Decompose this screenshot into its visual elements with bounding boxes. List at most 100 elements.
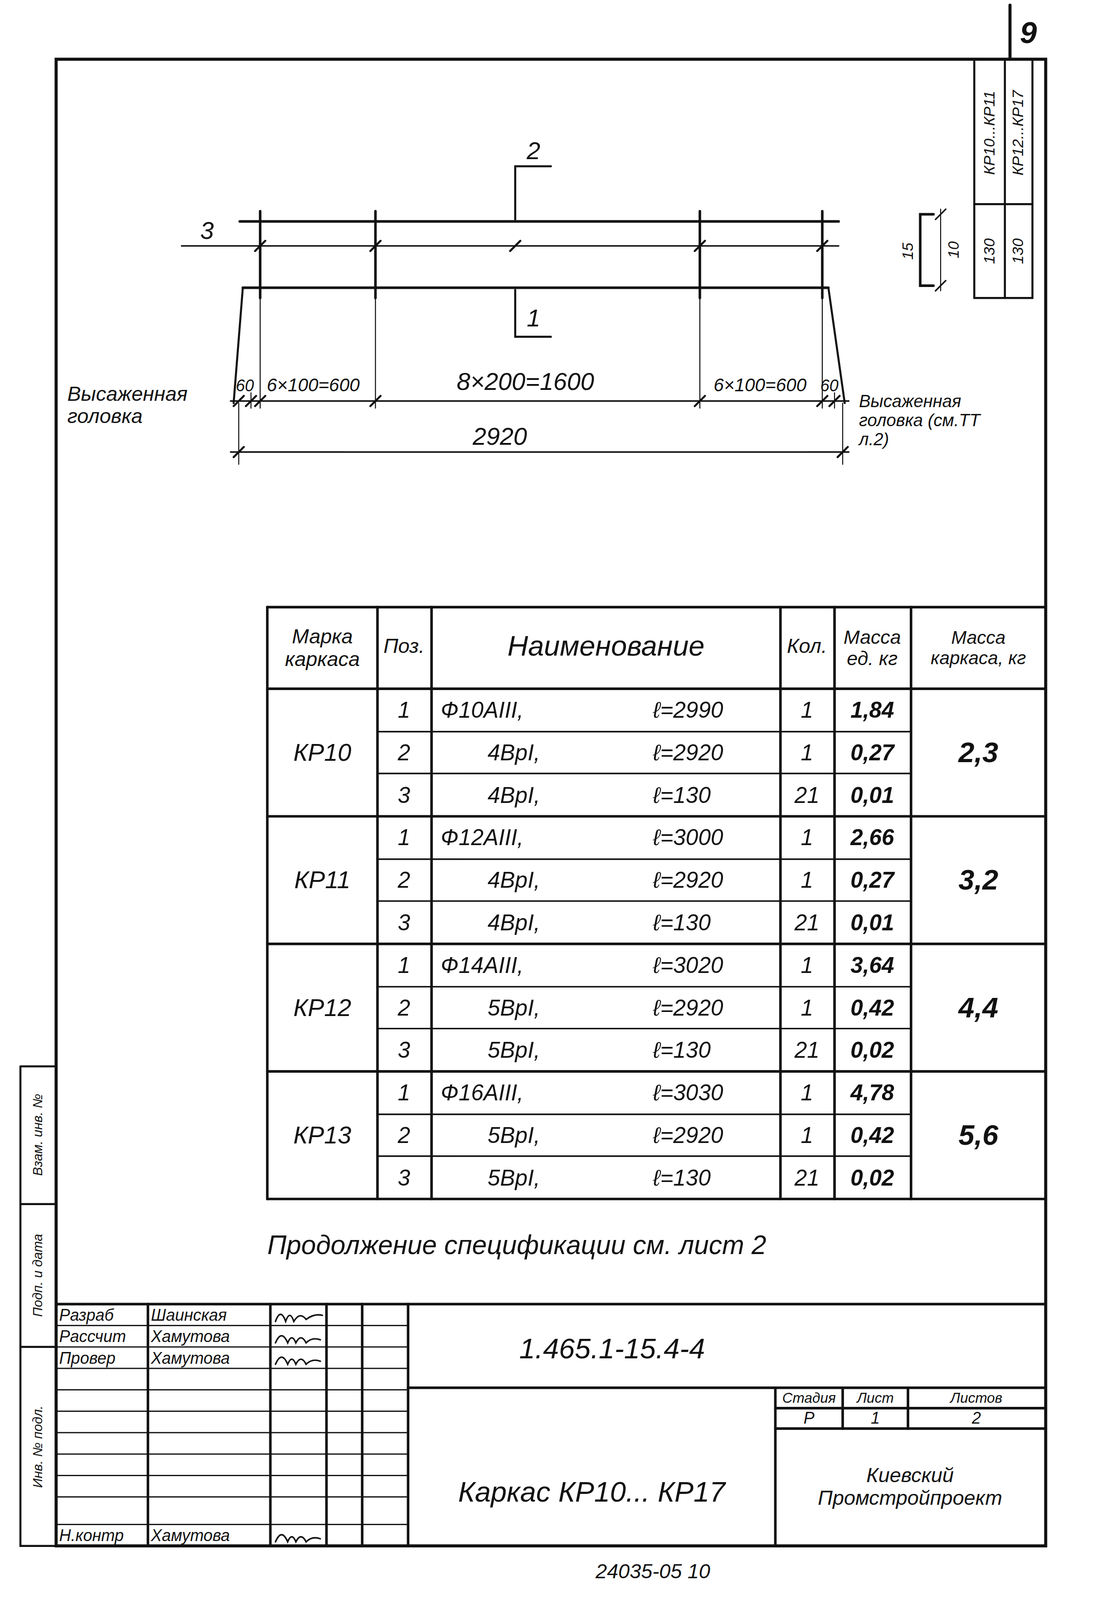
table-cell: ℓ=3000 [652,824,723,850]
table-cell: ℓ=2920 [652,1122,723,1148]
table-cell: 21 [794,1164,820,1190]
title-block-cell: Н.контр [59,1526,124,1545]
table-cell: 0,42 [850,994,894,1020]
organisation-name: Киевский Промстройпроект [782,1464,1038,1509]
table-cell: 1 [800,1080,814,1105]
table-cell: 5ВрI, [487,1164,541,1190]
table-cell: 21 [794,1037,820,1063]
stamp-text: 130 [1009,238,1027,264]
stamp-text: КР10...КР11 [981,90,999,175]
title-block-cell: Рассчит [59,1327,127,1346]
dimension-text: 10 [945,241,963,259]
table-cell: ℓ=3030 [652,1080,723,1105]
table-cell: КР13 [293,1121,352,1149]
table-cell: 1 [800,867,814,893]
title-block-cell: Хамутова [150,1327,230,1346]
dimension-text: 60 [820,376,839,395]
table-cell: ℓ=130 [652,1037,711,1063]
title-block-cell: Разраб [59,1305,114,1325]
table-cell: 3 [397,782,411,807]
note-text: Продолжение спецификации см. лист 2 [267,1230,767,1260]
table-cell: 0,01 [850,782,894,807]
table-header: Наименование [507,630,705,662]
margin-stamp: Взам. инв. № [30,1093,45,1176]
table-cell: 1 [800,824,814,850]
title-block-cell: Провер [59,1348,116,1368]
table-cell: 1 [397,697,411,723]
dimension-text: 60 [235,376,254,395]
table-cell: ℓ=130 [652,782,711,807]
table-cell: Ф14АIII, [440,952,524,978]
dimension-text: 2920 [472,423,528,451]
title-block-cell: Хамутова [150,1348,230,1368]
table-cell: КР12 [293,994,352,1021]
note-text: Высаженная головка [67,382,236,428]
table-cell: 4ВрI, [487,782,541,807]
table-cell: 2,3 [958,736,999,768]
title-block-cell: 2 [971,1409,981,1428]
dimension-text: 6×100=600 [713,374,807,395]
table-cell: ℓ=2920 [652,740,723,765]
table-cell: КР10 [293,738,352,766]
table-cell: Ф10АIII, [440,697,524,723]
table-cell: ℓ=130 [652,1164,711,1190]
callout-number: 3 [200,217,214,244]
stamp-text: КР12...КР17 [1009,90,1027,176]
table-cell: 1 [800,697,814,723]
table-cell: 0,02 [850,1164,894,1190]
table-cell: ℓ=2990 [652,697,723,723]
stamp-text: 130 [981,238,999,264]
margin-stamp: Инв. № подл. [30,1405,45,1489]
title-block-cell: Стадия [782,1389,836,1406]
title-block-cell: Р [803,1409,815,1428]
note-text: Высаженная головка (см.ТТ л.2) [858,391,1002,449]
dimension-text: 15 [899,242,917,260]
drawing-title: Каркас КР10... КР17 [458,1475,726,1508]
table-cell: 2 [397,867,411,893]
table-cell: 4,4 [958,991,999,1024]
table-cell: 3 [397,910,411,935]
table-cell: 2 [397,994,411,1020]
archive-number: 24035-05 10 [595,1559,711,1583]
margin-stamp: Подп. и дата [30,1233,45,1317]
table-cell: 5ВрI, [487,1122,541,1148]
table-cell: ℓ=3020 [652,952,723,978]
table-cell: 0,27 [850,740,894,765]
table-cell: 5ВрI, [487,994,541,1020]
table-cell: 21 [794,910,820,935]
table-cell: Ф16АIII, [440,1080,524,1105]
table-cell: 4,78 [850,1080,894,1105]
table-cell: ℓ=2920 [652,867,723,893]
dimension-text: 8×200=1600 [456,368,594,395]
table-cell: 0,27 [850,867,894,893]
section-mark: 2 [526,137,541,165]
table-cell: 0,02 [850,1037,894,1063]
table-header: Масса каркаса, кг [912,627,1044,669]
table-cell: 2 [397,1122,411,1148]
table-header: Поз. [383,634,425,658]
table-cell: 3 [397,1164,411,1190]
title-block-cell: Лист [857,1389,894,1406]
title-block-cell: Листов [950,1389,1003,1406]
table-cell: КР11 [294,866,351,894]
table-header: Масса ед. кг [835,626,909,670]
table-cell: 1 [800,740,814,765]
section-mark: 1 [526,305,541,332]
table-cell: 1 [800,1122,814,1148]
table-cell: 1 [800,994,814,1020]
table-cell: 1 [397,824,411,850]
sheet-number: 9 [1019,15,1038,50]
table-cell: 21 [794,782,820,807]
table-cell: 3,2 [958,864,999,896]
table-cell: ℓ=130 [652,910,711,935]
table-cell: Ф12АIII, [440,824,524,850]
title-block-cell: 1 [870,1409,880,1428]
table-cell: 5ВрI, [487,1037,541,1063]
table-cell: 4ВрI, [487,740,541,765]
table-cell: 1 [800,952,814,978]
table-cell: 2,66 [850,824,894,850]
table-cell: 2 [397,740,411,765]
table-cell: 1,84 [850,697,894,723]
table-cell: 1 [397,1080,411,1105]
title-block-cell: Хамутова [150,1526,230,1545]
